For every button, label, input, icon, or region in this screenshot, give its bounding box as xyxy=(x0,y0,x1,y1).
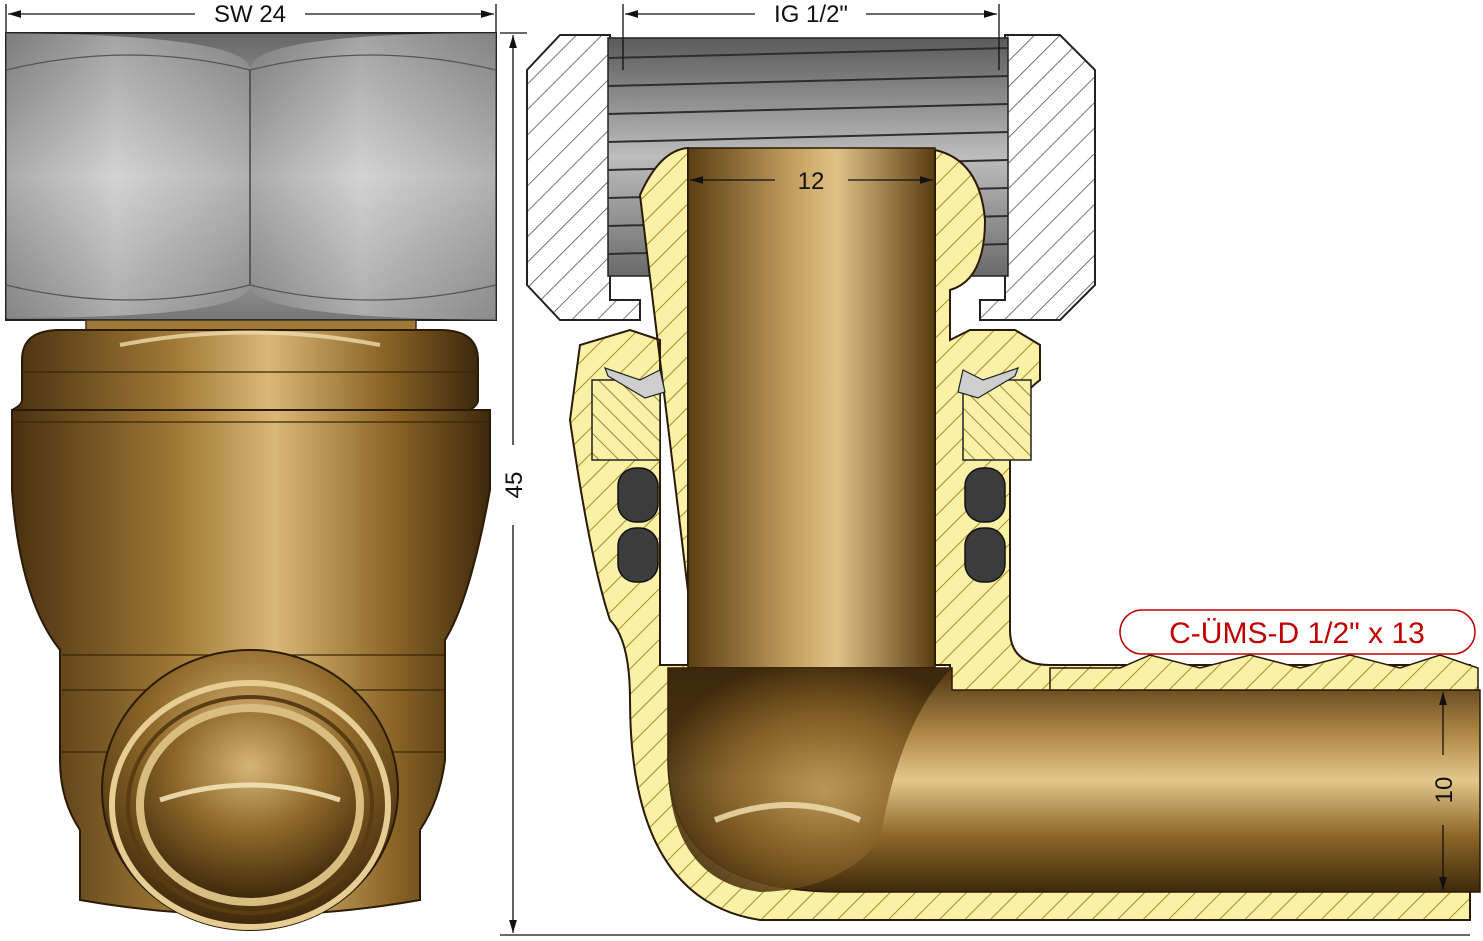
o-ring-upper-left xyxy=(617,467,659,523)
dimension-ig-half: IG 1/2" xyxy=(622,1,1000,70)
total-height-label: 45 xyxy=(501,472,528,499)
dimension-outlet-10: 10 xyxy=(1431,692,1458,890)
o-ring-lower-left xyxy=(617,527,659,583)
seal-insert-left xyxy=(591,367,666,583)
section-view xyxy=(526,34,1481,921)
product-label: C-ÜMS-D 1/2" x 13 xyxy=(1169,617,1425,650)
body-section xyxy=(568,146,1481,921)
dimension-height-45: 45 xyxy=(500,32,1470,936)
dimension-bore-12: 12 xyxy=(690,168,933,195)
outlet-barbs xyxy=(1049,654,1479,691)
thread-size-label: IG 1/2" xyxy=(774,1,848,28)
hex-width-label: SW 24 xyxy=(214,1,286,28)
o-ring-upper-right xyxy=(964,467,1006,523)
bore-diameter-label: 12 xyxy=(798,168,825,195)
outlet-port xyxy=(101,649,399,931)
seal-insert-right xyxy=(957,367,1032,583)
o-ring-lower-right xyxy=(964,527,1006,583)
product-label-box: C-ÜMS-D 1/2" x 13 xyxy=(1119,609,1476,655)
exterior-view xyxy=(5,32,497,931)
outlet-bore-label: 10 xyxy=(1431,777,1458,804)
dimension-sw24: SW 24 xyxy=(5,1,497,32)
hex-nut xyxy=(5,32,497,321)
